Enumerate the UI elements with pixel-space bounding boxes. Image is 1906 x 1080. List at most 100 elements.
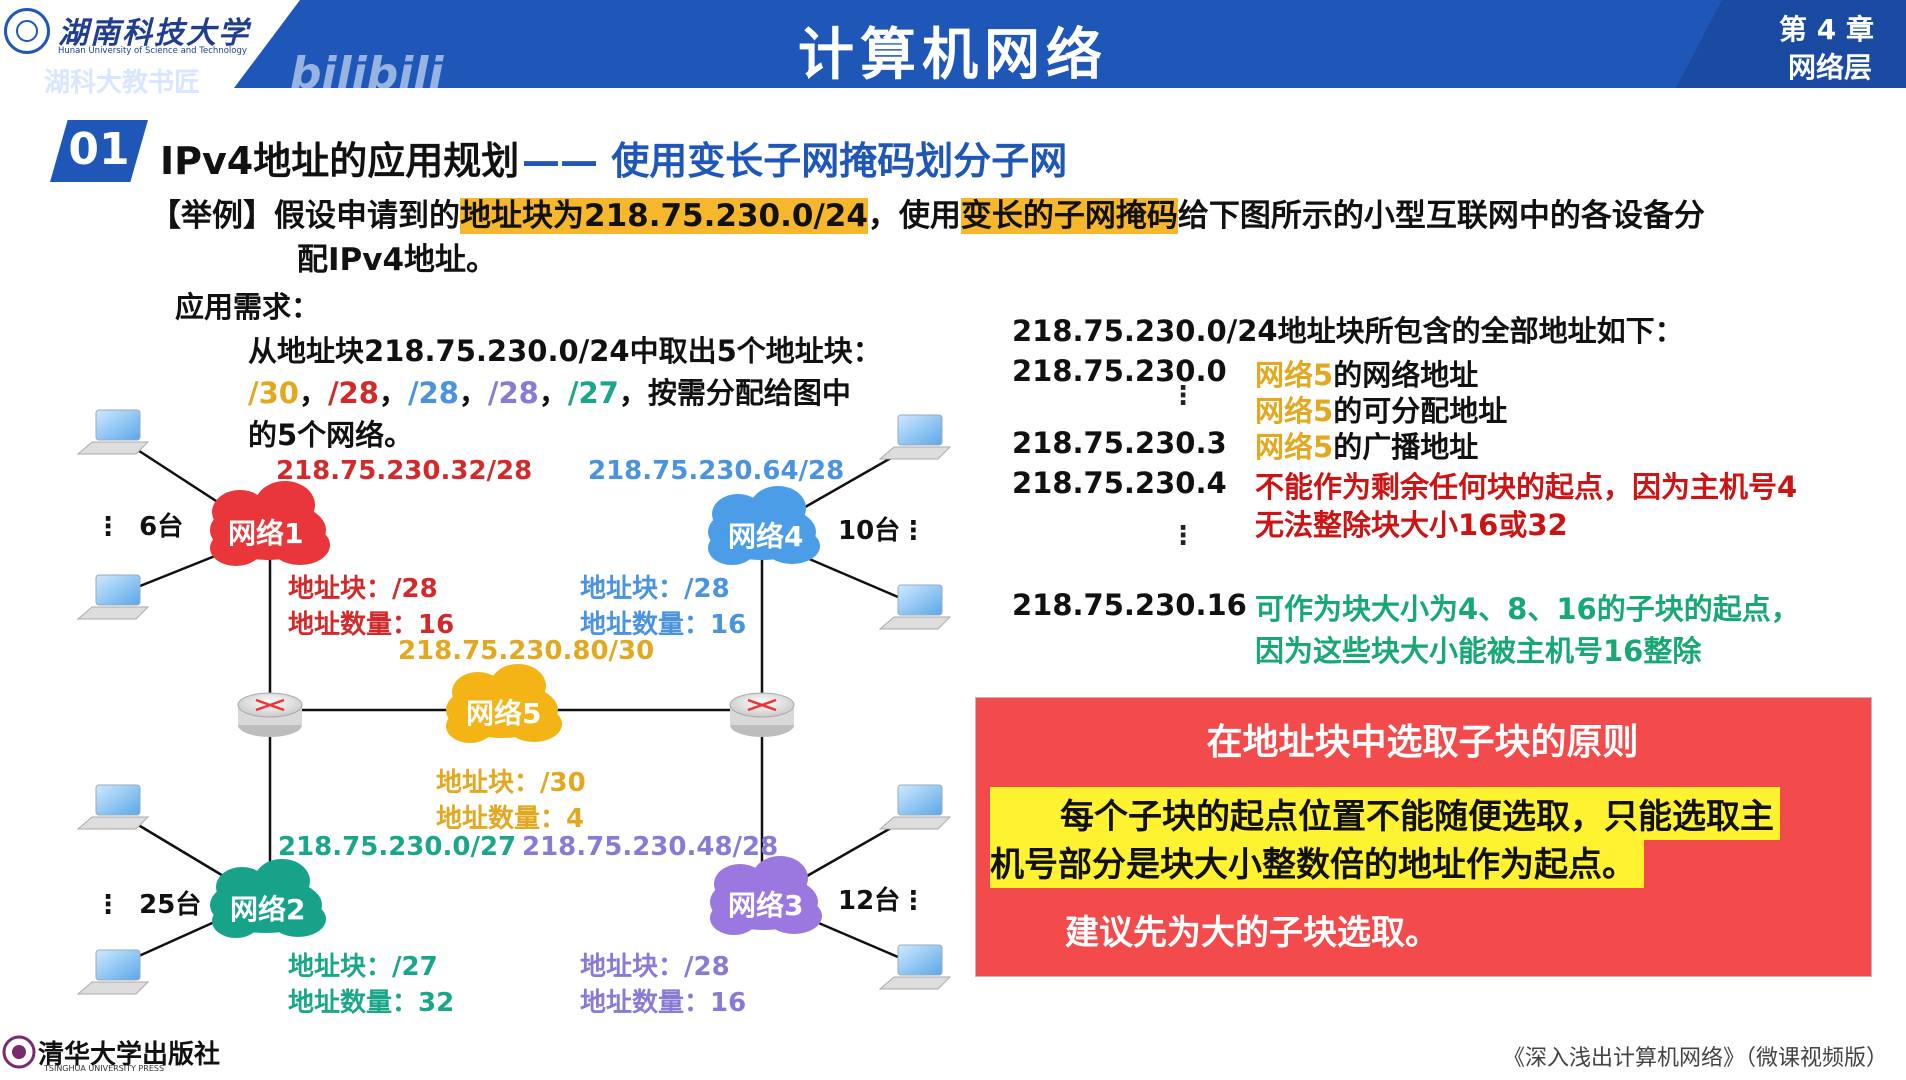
address-row-2-note: 网络5的广播地址 [1255, 424, 1478, 466]
university-logo-icon [4, 8, 50, 54]
network3-prefix: 218.75.230.48/28 [522, 832, 779, 862]
note-network5: 网络5 [1255, 358, 1334, 392]
network1-name: 网络1 [228, 517, 304, 550]
address-row-3-addr: 218.75.230.4 [1012, 466, 1227, 500]
vdots: ⋮ [1170, 521, 1196, 551]
address-row-4-addr: 218.75.230.16 [1012, 588, 1247, 622]
network3-cloud-icon [710, 856, 822, 935]
section-title: IPv4地址的应用规划 [160, 139, 520, 183]
publisher-name: 清华大学出版社 [38, 1040, 221, 1070]
network4-hosts: 10台 [838, 516, 901, 546]
network3-name: 网络3 [728, 889, 804, 922]
network4-cloud-icon [708, 486, 820, 565]
address-row-0-addr: 218.75.230.0 [1012, 354, 1227, 388]
network4-count: 地址数量：16 [580, 610, 747, 640]
requirements-title: 应用需求： [175, 290, 321, 324]
note-text: 的广播地址 [1333, 430, 1479, 464]
intro-suffix: 给下图所示的小型互联网中的各设备分 [1177, 198, 1705, 234]
principle-line-3: 建议先为大的子块选取。 [1065, 913, 1439, 953]
address-row-3-note: 不能作为剩余任何块的起点，因为主机号4 [1255, 470, 1798, 504]
network1-count: 地址数量：16 [288, 610, 455, 640]
mask-27: /27 [567, 376, 619, 410]
lab-watermark: 湖科大教书匠 [44, 68, 201, 98]
mask-28-blue: /28 [407, 376, 459, 410]
network5-cloud-icon [446, 664, 562, 743]
address-list-title: 218.75.230.0/24地址块所包含的全部地址如下： [1012, 314, 1684, 348]
section-number-badge [50, 120, 148, 182]
principle-title: 在地址块中选取子块的原则 [1206, 722, 1639, 763]
network3-host-count: 12台⋮ [838, 880, 926, 917]
intro-prefix: 【举例】假设申请到的 [150, 198, 460, 234]
laptop-icon [76, 784, 150, 830]
vdots: ⋮ [900, 516, 927, 546]
address-row-1-note: 网络5的可分配地址 [1255, 388, 1507, 430]
sep: ， [458, 376, 488, 410]
network2-prefix: 218.75.230.0/27 [278, 832, 517, 862]
laptop-icon [76, 409, 150, 455]
intro-middle: ，使用 [867, 198, 961, 234]
mask-28-purple: /28 [487, 376, 539, 410]
laptop-icon [878, 784, 952, 830]
address-row-4-note2: 因为这些块大小能被主机号16整除 [1255, 634, 1702, 668]
network1-hosts: 6台 [139, 512, 184, 542]
network4-prefix: 218.75.230.64/28 [588, 456, 845, 486]
vdots: ⋮ [1170, 381, 1196, 411]
university-name-en: Hunan University of Science and Technolo… [58, 46, 247, 56]
router-left-icon [237, 692, 303, 737]
vdots: ⋮ [95, 890, 121, 920]
laptop-icon [76, 949, 150, 995]
requirements-line-2-suffix: 按需分配给图中 [647, 376, 851, 410]
chapter-panel [1676, 0, 1906, 88]
address-row-0-note: 网络5的网络地址 [1255, 352, 1478, 394]
network2-hosts: 25台 [139, 890, 202, 920]
address-row-4-note: 可作为块大小为4、8、16的子块的起点， [1255, 592, 1800, 626]
intro-line-1: 【举例】假设申请到的地址块为218.75.230.0/24，使用变长的子网掩码给… [150, 190, 1705, 235]
chapter-title: 网络层 [1787, 51, 1872, 84]
principle-line-1: 每个子块的起点位置不能随便选取，只能选取主 [990, 787, 1780, 840]
network5-count: 地址数量：4 [436, 804, 585, 834]
vdots: ⋮ [95, 512, 121, 542]
principle-line-2: 机号部分是块大小整数倍的地址作为起点。 [990, 835, 1644, 888]
mask-30: /30 [248, 376, 299, 410]
section-number: 01 [68, 124, 130, 175]
sep: ， [538, 376, 568, 410]
network1-block: 地址块：/28 [288, 574, 438, 604]
note-network5: 网络5 [1255, 394, 1334, 428]
header-bar [0, 0, 1906, 88]
sep: ， [378, 376, 408, 410]
university-name: 湖南科技大学 [58, 16, 250, 51]
network2-host-count: ⋮ 25台 [95, 884, 201, 921]
note-text: 的网络地址 [1333, 358, 1479, 392]
book-title: 《深入浅出计算机网络》（微课视频版） [1502, 1046, 1888, 1071]
publisher-name-en: TSINGHUA UNIVERSITY PRESS [44, 1064, 165, 1073]
network2-name: 网络2 [230, 893, 306, 926]
network3-count: 地址数量：16 [580, 988, 747, 1018]
network4-block: 地址块：/28 [580, 574, 730, 604]
network4-name: 网络4 [728, 520, 804, 553]
sep: ， [618, 376, 648, 410]
network2-block: 地址块：/27 [288, 952, 438, 982]
network2-cloud-icon [210, 859, 326, 938]
intro-line-2: 配IPv4地址。 [297, 242, 498, 278]
intro-highlight-block: 地址块为218.75.230.0/24 [460, 198, 868, 234]
network5-name: 网络5 [466, 697, 542, 730]
bilibili-watermark: bilibili [290, 48, 444, 99]
note-network5: 网络5 [1255, 430, 1334, 464]
network1-prefix: 218.75.230.32/28 [276, 456, 533, 486]
laptop-icon [878, 584, 952, 630]
network2-count: 地址数量：32 [288, 988, 455, 1018]
network3-hosts: 12台 [838, 886, 901, 916]
network5-prefix: 218.75.230.80/30 [398, 636, 655, 666]
laptop-icon [878, 414, 952, 460]
laptop-icon [878, 944, 952, 990]
network3-block: 地址块：/28 [580, 952, 730, 982]
note-text: 的可分配地址 [1333, 394, 1508, 428]
chapter-number: 第 4 章 [1779, 13, 1874, 46]
vdots: ⋮ [900, 886, 927, 916]
network5-block: 地址块：/30 [436, 768, 586, 798]
requirements-line-1: 从地址块218.75.230.0/24中取出5个地址块： [248, 334, 882, 368]
sep: ， [298, 376, 328, 410]
address-row-2-addr: 218.75.230.3 [1012, 426, 1227, 460]
publisher-logo-icon [2, 1035, 36, 1069]
requirements-line-2: /30，/28，/28，/28，/27，按需分配给图中 [248, 370, 851, 412]
